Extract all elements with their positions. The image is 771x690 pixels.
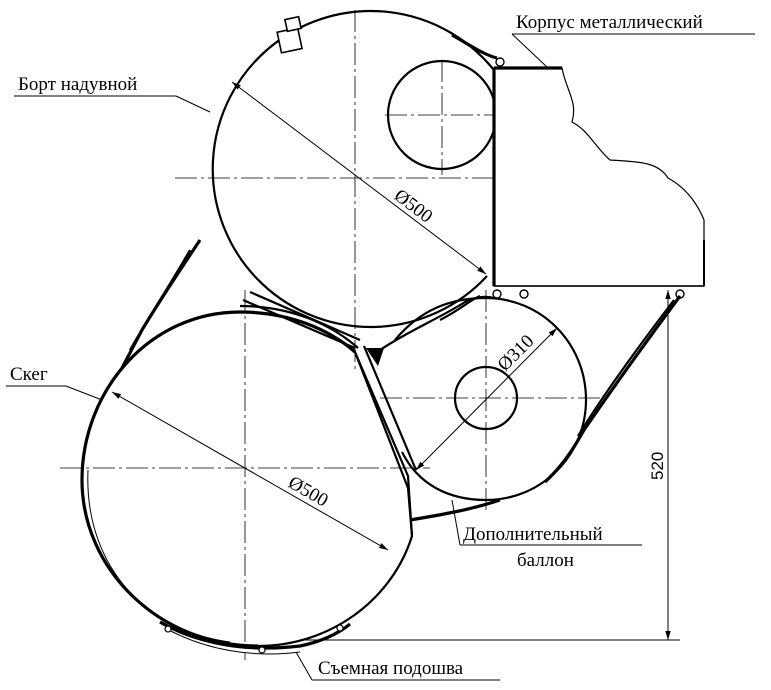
connection-web bbox=[242, 290, 495, 537]
skeg bbox=[60, 290, 430, 660]
extra-tube-label-line2: баллон bbox=[517, 550, 574, 571]
extra-tube-label-line1: Дополнительный bbox=[463, 524, 603, 545]
inflatable-tube bbox=[175, 9, 510, 370]
dimension-skeg-diameter: Ø500 bbox=[111, 391, 389, 551]
callout-tube: Борт надувной bbox=[14, 74, 211, 113]
callout-skeg: Скег bbox=[6, 364, 103, 401]
sole-label: Съемная подошва bbox=[318, 658, 464, 679]
skeg-diameter-label: Ø500 bbox=[285, 472, 332, 511]
additional-tube bbox=[380, 290, 600, 510]
metal-hull bbox=[492, 57, 705, 299]
valve-icon bbox=[276, 15, 303, 54]
hull-label: Корпус металлический bbox=[516, 12, 703, 33]
tube-label: Борт надувной bbox=[18, 74, 137, 95]
removable-sole bbox=[159, 620, 352, 650]
dimension-extra-diameter: Ø310 bbox=[415, 327, 558, 471]
skeg-label: Скег bbox=[10, 364, 48, 385]
callout-extra-tube: Дополнительный баллон bbox=[451, 499, 642, 571]
callout-hull: Корпус металлический bbox=[511, 12, 755, 69]
tube-diameter-label: Ø500 bbox=[390, 185, 436, 227]
dimension-height: 520 bbox=[300, 290, 680, 641]
callout-sole: Съемная подошва bbox=[295, 651, 500, 681]
height-label: 520 bbox=[648, 452, 667, 480]
